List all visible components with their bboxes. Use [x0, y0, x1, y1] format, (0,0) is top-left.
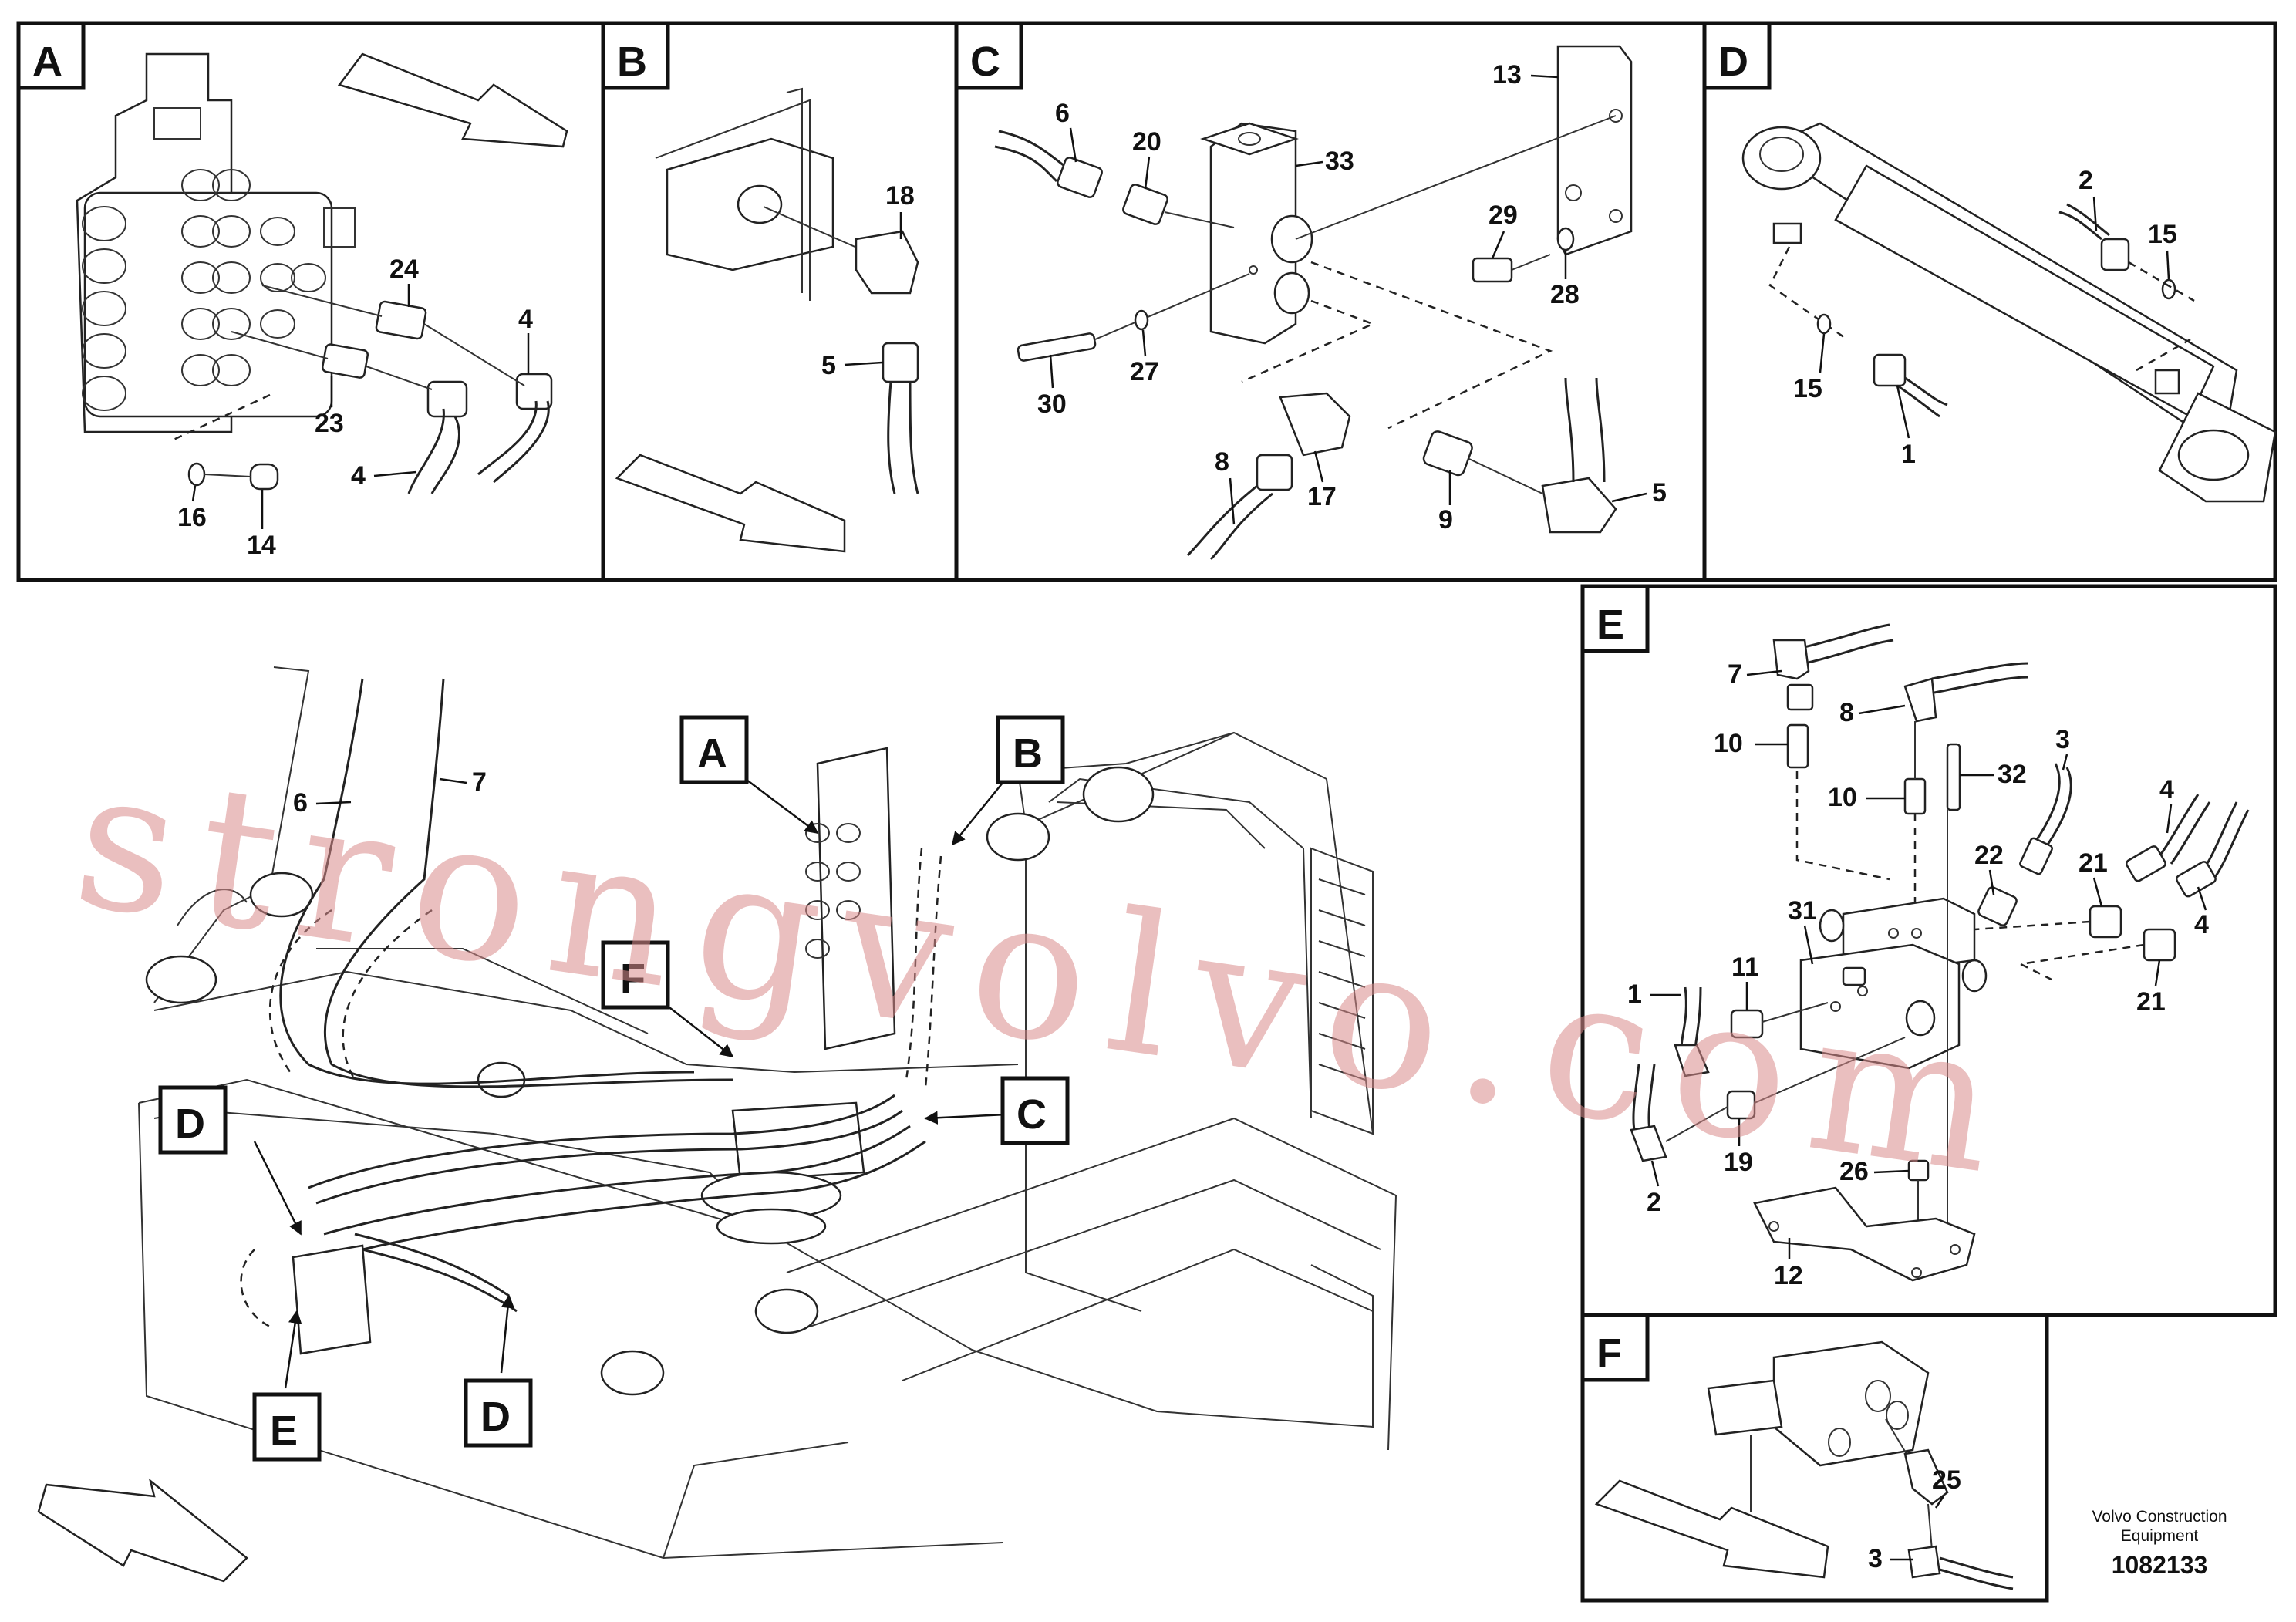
- machine-overview: 6 7: [138, 666, 1397, 1560]
- label-4e: 4: [2159, 775, 2174, 804]
- label-5: 5: [821, 351, 836, 380]
- svg-text:F: F: [620, 956, 646, 1002]
- label-25: 25: [1932, 1465, 1961, 1495]
- callout-a: A: [679, 715, 749, 784]
- panel-d-letter: D: [1718, 39, 1748, 85]
- callout-f: F: [601, 940, 670, 1010]
- label-10b: 10: [1828, 783, 1857, 812]
- label-8: 8: [1839, 698, 1854, 727]
- main-label-6: 6: [293, 788, 308, 818]
- label-5c: 5: [1652, 478, 1667, 508]
- label-27: 27: [1130, 357, 1159, 386]
- label-14: 14: [247, 531, 276, 560]
- label-2e: 2: [1647, 1188, 1661, 1217]
- label-1: 1: [1901, 440, 1916, 469]
- watermark-text: strongvolvo.com: [63, 725, 2031, 1219]
- svg-text:E: E: [270, 1408, 298, 1454]
- label-19: 19: [1724, 1148, 1753, 1177]
- label-4e2: 4: [2194, 910, 2209, 939]
- label-12: 12: [1774, 1261, 1803, 1290]
- panel-b-letter: B: [617, 39, 647, 85]
- label-3: 3: [2055, 725, 2070, 754]
- label-22: 22: [1974, 841, 2004, 870]
- label-21: 21: [2079, 848, 2108, 878]
- direction-arrow-b: [615, 454, 846, 553]
- svg-text:D: D: [175, 1101, 205, 1147]
- footer: Volvo Construction Equipment 1082133: [2092, 1508, 2227, 1579]
- panel-a-fittings: [173, 285, 553, 494]
- label-11: 11: [1731, 953, 1759, 982]
- label-6: 6: [1055, 99, 1070, 128]
- footer-drawing-number: 1082133: [2112, 1551, 2208, 1579]
- label-4b: 4: [351, 461, 366, 491]
- svg-text:A: A: [697, 730, 727, 777]
- callout-e: E: [252, 1392, 322, 1462]
- footer-company-line1: Volvo Construction: [2092, 1508, 2227, 1526]
- label-16: 16: [177, 503, 207, 532]
- label-13: 13: [1492, 60, 1522, 89]
- label-15b: 15: [1793, 374, 1822, 403]
- label-7: 7: [1728, 659, 1742, 689]
- panel-c-letter: C: [970, 39, 1000, 85]
- callout-b: B: [996, 715, 1065, 784]
- panel-e-letter: E: [1596, 602, 1624, 648]
- svg-text:B: B: [1013, 730, 1043, 777]
- label-2: 2: [2079, 166, 2093, 195]
- label-23: 23: [315, 409, 344, 438]
- label-21b: 21: [2136, 987, 2166, 1017]
- panel-f-letter: F: [1596, 1330, 1622, 1377]
- label-24: 24: [389, 255, 419, 284]
- direction-arrow-f: [1594, 1479, 1829, 1579]
- main-label-7: 7: [472, 767, 487, 797]
- panel-f: F 25 3: [1580, 1313, 2049, 1603]
- svg-text:D: D: [480, 1394, 511, 1440]
- label-4: 4: [518, 305, 533, 334]
- label-20: 20: [1132, 127, 1161, 157]
- label-3f: 3: [1868, 1544, 1883, 1573]
- control-valve-block: [76, 52, 356, 433]
- panel-b: B 18 5: [601, 21, 959, 582]
- label-31: 31: [1788, 896, 1817, 926]
- label-8: 8: [1215, 447, 1229, 477]
- label-28: 28: [1550, 280, 1580, 309]
- panel-a-letter: A: [32, 39, 62, 85]
- footer-company-line2: Equipment: [2121, 1527, 2199, 1545]
- callout-c: C: [1000, 1076, 1070, 1145]
- label-10: 10: [1714, 729, 1743, 758]
- panel-d: D 2 15 15 1: [1702, 21, 2277, 582]
- label-26: 26: [1839, 1157, 1869, 1186]
- label-1e: 1: [1627, 980, 1642, 1009]
- svg-text:C: C: [1017, 1091, 1047, 1138]
- label-15: 15: [2148, 220, 2177, 249]
- callout-d-right: D: [464, 1378, 533, 1448]
- label-18: 18: [885, 181, 915, 211]
- panel-a: A: [16, 21, 605, 582]
- panel-e: E: [1580, 584, 2277, 1317]
- forward-arrow: [37, 1478, 248, 1583]
- label-9: 9: [1438, 505, 1453, 534]
- label-17: 17: [1307, 482, 1337, 511]
- label-29: 29: [1489, 201, 1518, 230]
- label-32: 32: [1998, 760, 2027, 789]
- label-30: 30: [1037, 389, 1067, 419]
- label-33: 33: [1325, 147, 1354, 176]
- direction-arrow: [337, 52, 568, 148]
- callout-d-left: D: [158, 1085, 228, 1155]
- panel-c: C: [954, 21, 1707, 582]
